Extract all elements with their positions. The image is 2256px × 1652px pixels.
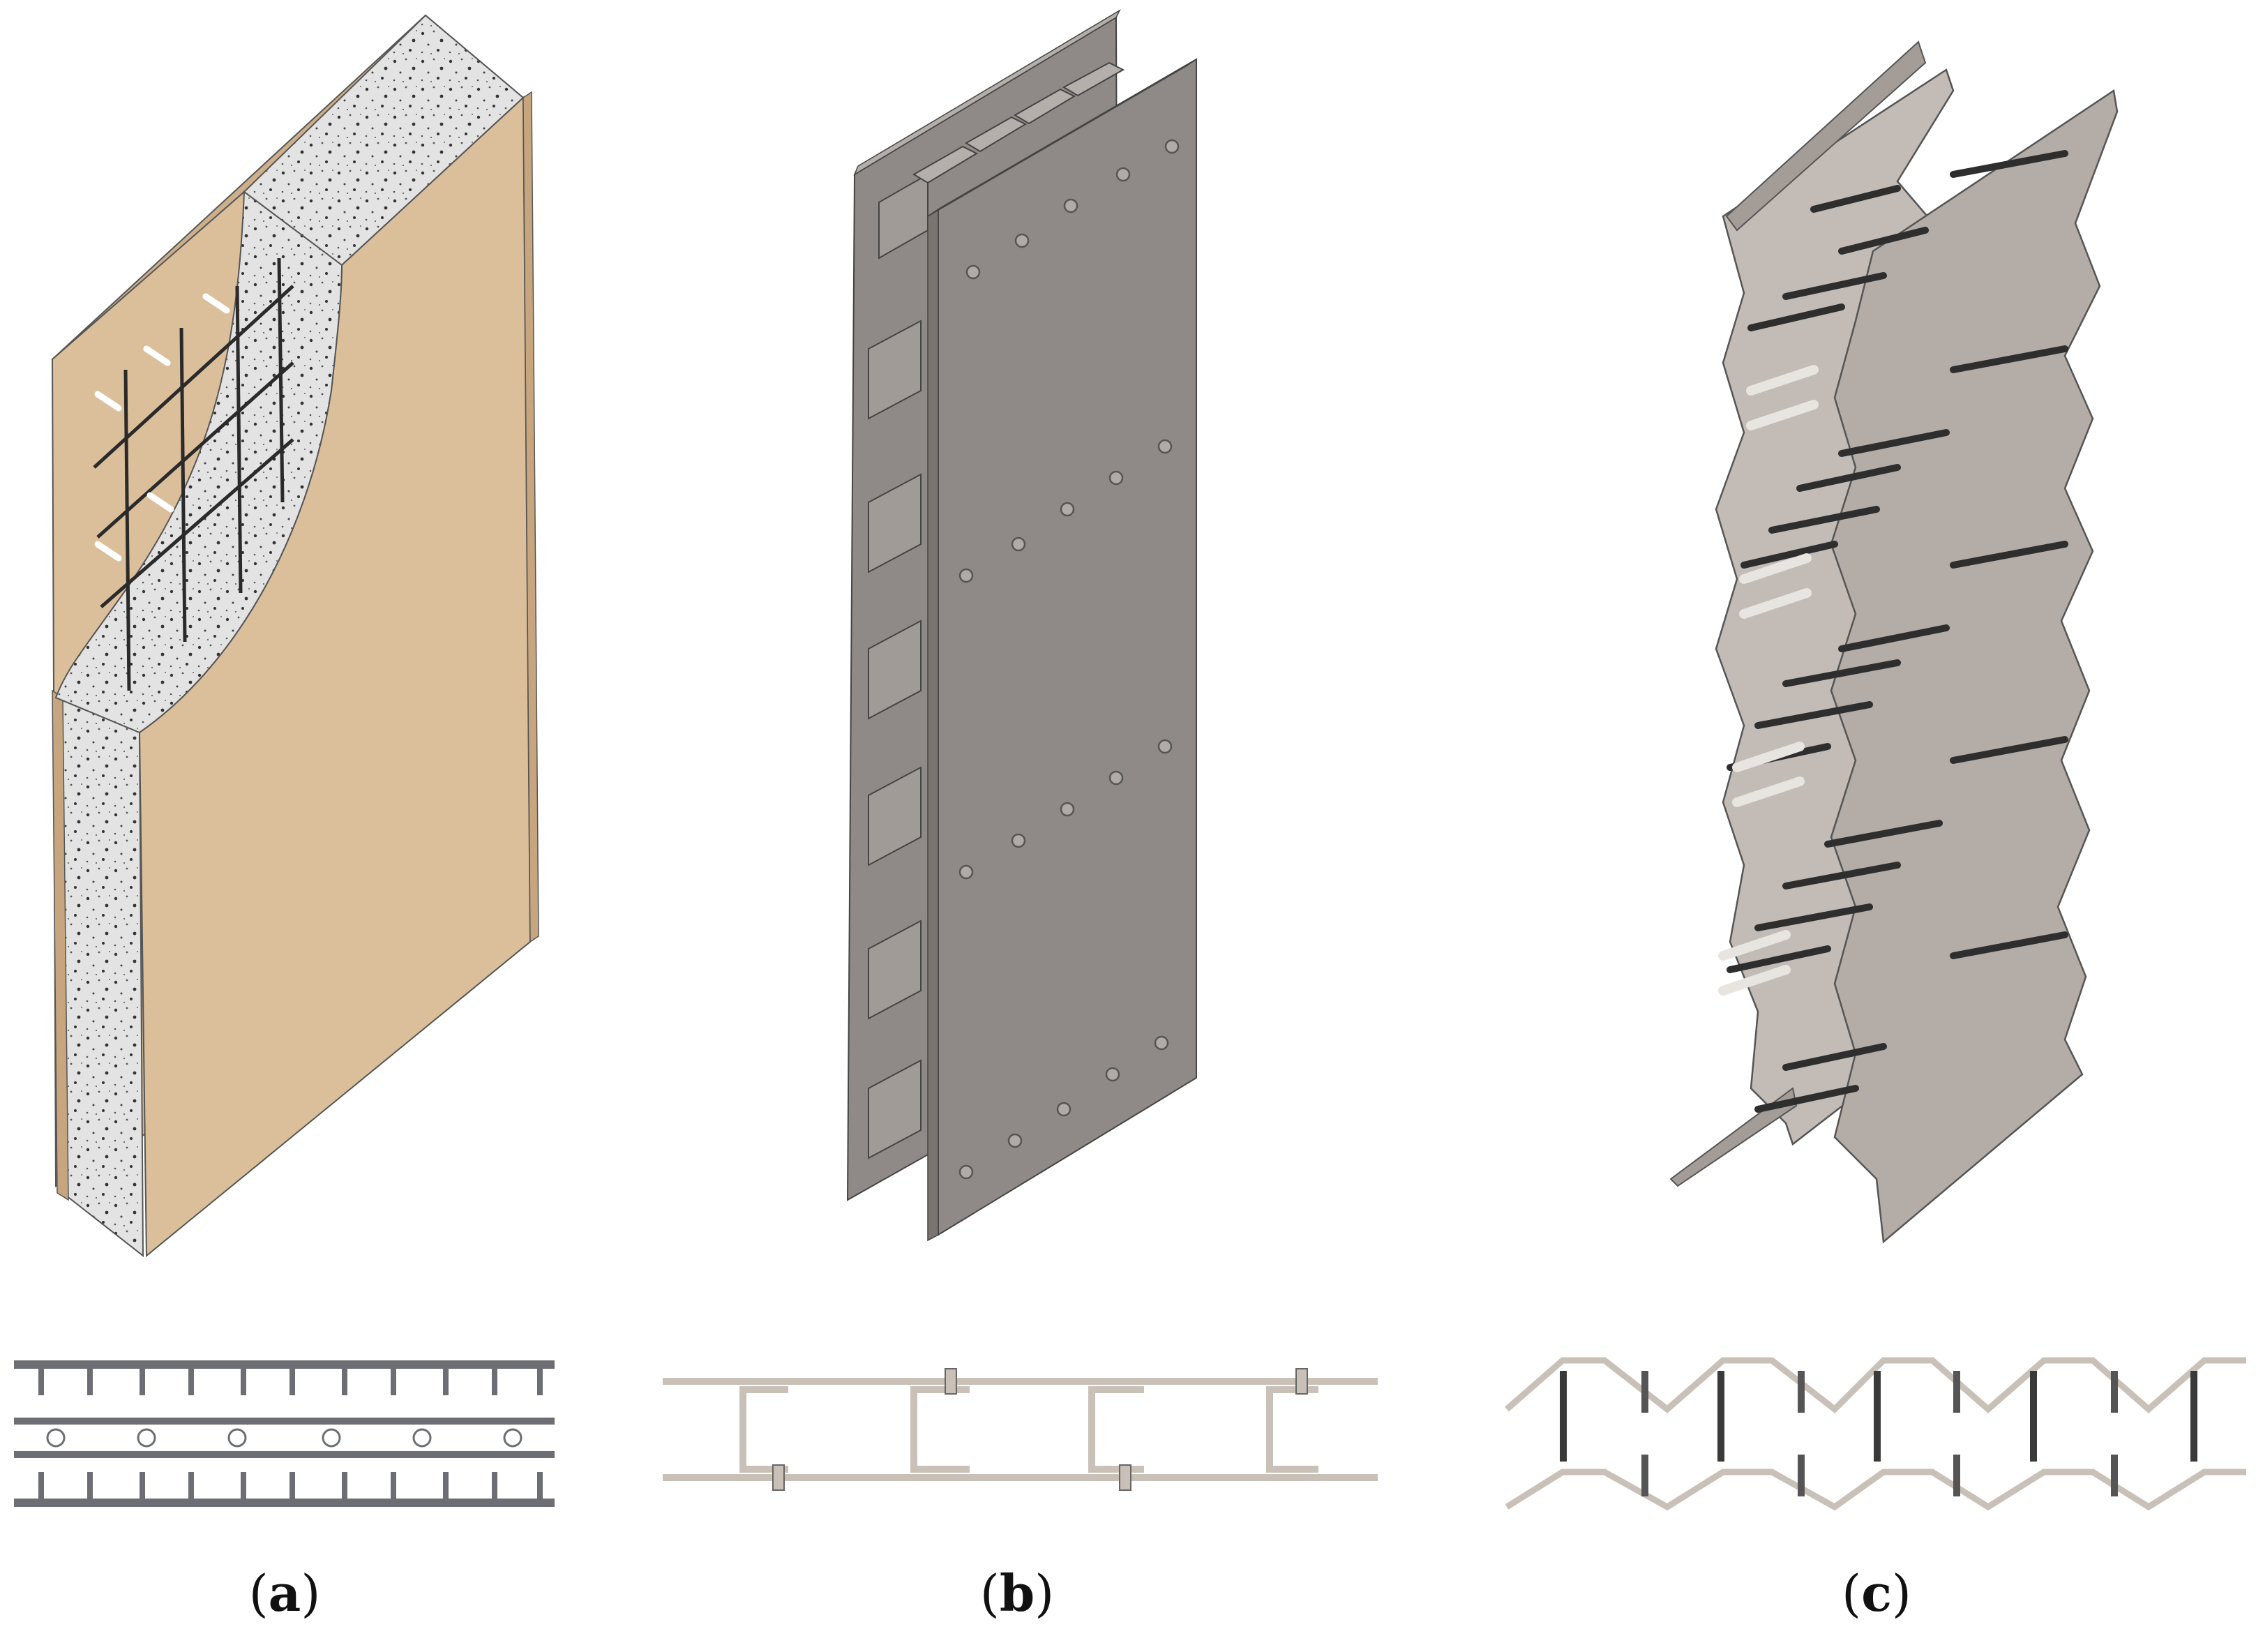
shear-studs bbox=[1718, 365, 1819, 996]
panel-c-section-studs bbox=[1641, 1371, 2118, 1496]
front-steel-plate bbox=[938, 58, 1197, 1236]
front-plate-top-edge bbox=[927, 59, 1197, 217]
panel-b-section-bolts bbox=[772, 1368, 1308, 1491]
concrete-side-core bbox=[54, 696, 144, 1258]
rebar-mesh bbox=[93, 257, 294, 691]
front-corrugated-sheet bbox=[1830, 89, 2119, 1244]
caption-a: (a) bbox=[248, 1563, 321, 1623]
plywood-front-face bbox=[138, 96, 532, 1258]
panel-c-section-rods bbox=[1560, 1371, 2197, 1462]
tie-rods bbox=[1727, 150, 2068, 1113]
bolts bbox=[958, 139, 1180, 1180]
panel-c-section bbox=[1505, 1357, 2246, 1511]
channel-top-flanges bbox=[912, 61, 1125, 184]
panel-a-section bbox=[14, 1360, 555, 1507]
front-plate-left-edge bbox=[927, 208, 939, 1242]
caption-c: (c) bbox=[1841, 1563, 1912, 1623]
panel-a-isometric-wall bbox=[51, 14, 539, 1258]
shear-connectors bbox=[94, 293, 230, 562]
top-flange bbox=[1725, 40, 1927, 232]
bottom-flange bbox=[1669, 1087, 1798, 1187]
channel-stiffeners bbox=[868, 173, 928, 1159]
plywood-right-edge bbox=[522, 91, 539, 943]
caption-b: (b) bbox=[979, 1563, 1055, 1623]
back-plate-top-edge bbox=[853, 9, 1121, 176]
panel-b-isometric-wall bbox=[846, 9, 1197, 1242]
panel-c-isometric-wall bbox=[1669, 40, 2119, 1244]
panel-b-section bbox=[663, 1378, 1378, 1481]
